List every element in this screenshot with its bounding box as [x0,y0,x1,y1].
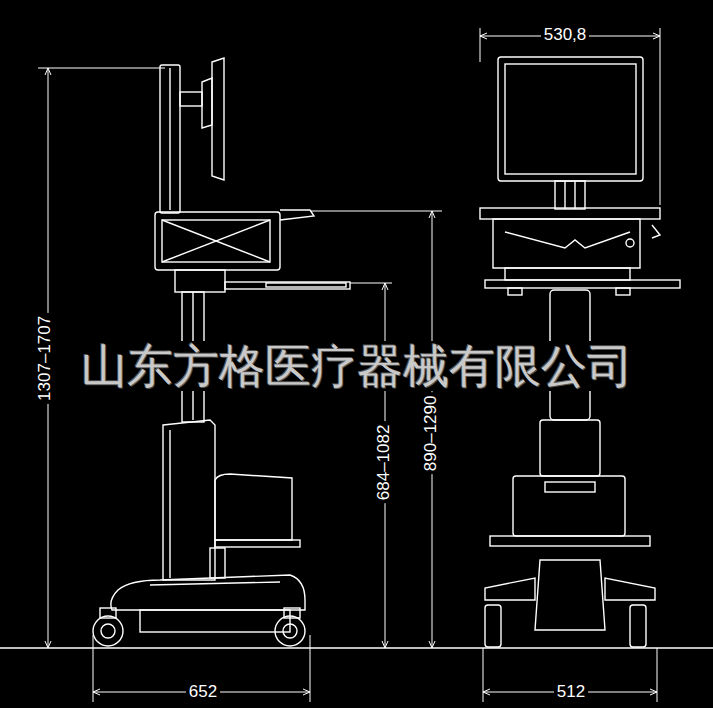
dimension-text: 1307–1707 [37,312,56,403]
dimension-text: 684–1082 [376,421,395,503]
dimension-text: 652 [186,683,220,702]
dimension-text: 890–1290 [423,392,442,474]
dimension-text: 512 [554,683,588,702]
watermark: 山东方格医疗器械有限公司 [79,341,635,392]
dimension-text: 530,8 [541,26,590,45]
